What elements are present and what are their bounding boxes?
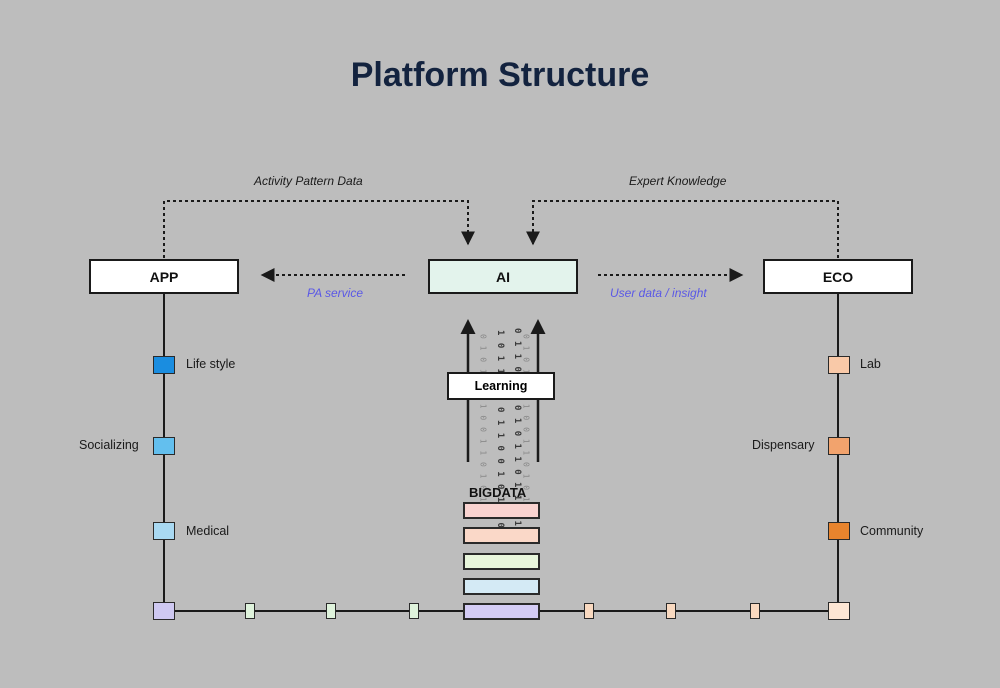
lifestyle-label: Life style: [186, 357, 236, 371]
activity-pattern-connector: [163, 200, 475, 258]
app-node[interactable]: APP: [89, 259, 239, 294]
lab-label: Lab: [860, 357, 881, 371]
bottom-right-corner-marker: [828, 602, 850, 620]
bottom-marker: [245, 603, 255, 619]
expert-knowledge-label: Expert Knowledge: [629, 174, 727, 188]
community-marker: [828, 522, 850, 540]
expert-knowledge-connector: [526, 200, 839, 258]
bottom-marker: [409, 603, 419, 619]
pa-service-label: PA service: [307, 286, 364, 300]
dispensary-marker: [828, 437, 850, 455]
bigdata-bar: [463, 502, 540, 519]
medical-marker: [153, 522, 175, 540]
bottom-marker: [666, 603, 676, 619]
bottom-marker: [326, 603, 336, 619]
community-label: Community: [860, 524, 924, 538]
dispensary-label: Dispensary: [752, 438, 815, 452]
binary-stream-mid: 1 0 1 1 0 1 0 1 1 0 0 1 0 1 1 0: [495, 330, 505, 529]
activity-pattern-label: Activity Pattern Data: [254, 174, 363, 188]
ai-node[interactable]: AI: [428, 259, 578, 294]
bottom-marker: [750, 603, 760, 619]
eco-node[interactable]: ECO: [763, 259, 913, 294]
socializing-marker: [153, 437, 175, 455]
binary-stream-left: 0 1 0 1 1 0 1 0 0 1 1 0 1 0 1 1: [479, 334, 488, 514]
bottom-marker: [584, 603, 594, 619]
bigdata-bar: [463, 527, 540, 544]
lifestyle-marker: [153, 356, 175, 374]
bigdata-label: BIGDATA: [469, 485, 527, 500]
bigdata-bar: [463, 578, 540, 595]
medical-label: Medical: [186, 524, 230, 538]
binary-stream-far-right: 0 1 0 1 1 0 1 0 0 1 1 0 1 0 1 1: [522, 334, 531, 514]
binary-stream-right: 0 1 1 0 1 0 0 1 0 1 1 0 1 1 0 1: [512, 328, 522, 527]
bigdata-bar: [463, 553, 540, 570]
page-title: Platform Structure: [350, 56, 650, 94]
lab-marker: [828, 356, 850, 374]
bottom-left-corner-marker: [153, 602, 175, 620]
learning-box: Learning: [447, 372, 555, 400]
user-data-label: User data / insight: [610, 286, 707, 300]
bigdata-bar: [463, 603, 540, 620]
socializing-label: Socializing: [79, 438, 139, 452]
